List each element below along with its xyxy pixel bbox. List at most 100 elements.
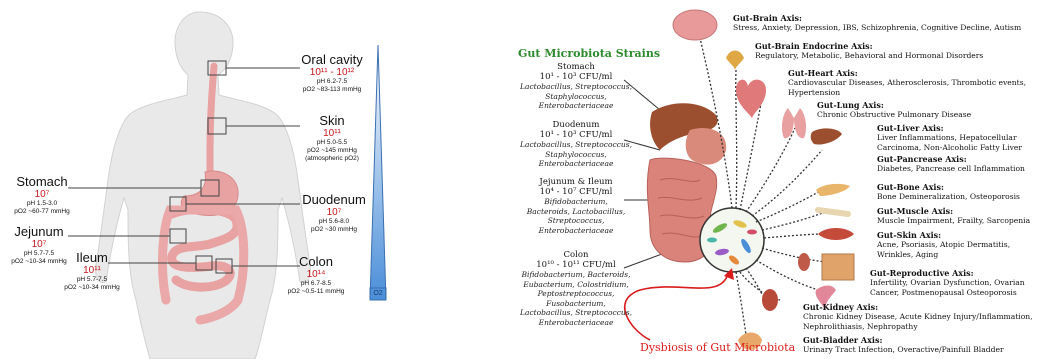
axis-gut-bone: Gut-Bone Axis: Bone Demineralization, Os… [877,183,1035,202]
axis-desc-1: Stress, Anxiety, Depression, IBS, Schizo… [733,23,1033,33]
axis-gut-brain: Gut-Brain Axis: Stress, Anxiety, Depress… [733,14,1033,33]
site-po2: pO2 ~145 mmHg [296,147,368,155]
site-ph: pH 5.7-7.5 [56,276,128,284]
muscle-icon [818,228,854,240]
o2-label: O2 [371,290,385,298]
site-po2: pO2 ~0.5-11 mmHg [280,288,352,296]
axis-desc-1: Liver Inflammations, Hepatocellular [877,133,1035,143]
strain-bacteria-2: Eubacterium, Colostridium, [512,280,640,290]
site-stomach: Stomach 10⁷ pH 1.5-3.0 pO2 ~60-77 mmHg [6,174,78,216]
dysbiosis-arrow [625,274,728,340]
site-count: 10¹¹ [56,265,128,276]
strain-bacteria-1: Lactobacillus, Streptococcus, [512,82,640,92]
axis-gut-brain-endocrine: Gut-Brain Endocrine Axis: Regulatory, Me… [755,42,1035,61]
site-oral: Oral cavity 10¹¹ - 10¹² pH 6.2-7.5 pO2 ~… [292,52,372,94]
site-count: 10⁷ [6,189,78,200]
axis-desc-1: Chronic Obstructive Pulmonary Disease [817,110,1032,120]
axis-gut-skin: Gut-Skin Axis: Acne, Psoriasis, Atopic D… [877,231,1035,259]
strain-bacteria-3: Enterobacteriaceae [512,159,640,169]
body-silhouette [96,12,311,359]
site-ph: pH 5.6-8.0 [296,218,372,226]
axis-title: Gut-Bladder Axis: [803,336,1035,345]
site-po2: pO2 ~10-34 mmHg [56,284,128,292]
site-skin: Skin 10¹¹ pH 5.0-5.5 pO2 ~145 mmHg (atmo… [296,113,368,163]
site-ph: pH 1.5-3.0 [6,200,78,208]
axis-title: Gut-Kidney Axis: [803,303,1035,312]
axis-desc-1: Regulatory, Metabolic, Behavioral and Ho… [755,51,1035,61]
axis-title: Gut-Heart Axis: [788,69,1033,78]
site-ileum: Ileum 10¹¹ pH 5.7-7.5 pO2 ~10-34 mmHg [56,250,128,292]
strain-cfu: 10¹⁰ - 10¹¹ CFU/ml [512,260,640,270]
axis-gut-kidney: Gut-Kidney Axis: Chronic Kidney Disease,… [803,303,1035,331]
site-name: Colon [280,254,352,269]
kidney-icon [762,289,778,311]
strain-bacteria-3: Streptococcus, [512,216,640,226]
strain-organ: Colon [512,250,640,260]
site-ph: pH 5.0-5.5 [296,139,368,147]
axis-title: Gut-Pancrease Axis: [877,155,1035,164]
axis-title: Gut-Muscle Axis: [877,207,1035,216]
pancreas-icon [816,184,850,196]
strain-cfu: 10¹ - 10³ CFU/ml [512,130,640,140]
axis-desc-2: Cancer, Postmenopausal Osteoporosis [870,288,1035,298]
strain-cfu: 10¹ - 10³ CFU/ml [512,72,640,82]
site-count: 10¹⁴ [280,269,352,280]
dysbiosis-label: Dysbiosis of Gut Microbiota [640,341,795,354]
axis-title: Gut-Lung Axis: [817,101,1032,110]
site-ph: pH 6.2-7.5 [292,78,372,86]
axis-desc-1: Urinary Tract Infection, Overactive/Pain… [803,345,1035,355]
bone-icon [818,210,848,214]
site-ph: pH 6.7-8.5 [280,280,352,288]
strain-colon: Colon 10¹⁰ - 10¹¹ CFU/ml Bifidobacterium… [512,250,640,327]
site-name: Duodenum [296,192,372,207]
site-count: 10⁷ [4,239,74,250]
strain-stomach: Stomach 10¹ - 10³ CFU/ml Lactobacillus, … [512,62,640,111]
axis-desc-1: Infertility, Ovarian Dysfunction, Ovaria… [870,278,1035,288]
strain-organ: Stomach [512,62,640,72]
esophagus [210,66,214,178]
axis-title: Gut-Reproductive Axis: [870,269,1035,278]
strain-bacteria-2: Bacteroids, Lactobacillus, [512,207,640,217]
site-count: 10¹¹ - 10¹² [292,67,372,78]
axis-desc-2: Wrinkles, Aging [877,250,1035,260]
strain-bacteria-2: Staphylococcus, [512,150,640,160]
axis-gut-pancrease: Gut-Pancrease Axis: Diabetes, Pancrease … [877,155,1035,174]
site-duodenum: Duodenum 10⁷ pH 5.6-8.0 pO2 ~30 mmHg [296,192,372,234]
heart-icon [736,80,766,118]
site-name: Jejunum [4,224,74,239]
site-name: Skin [296,113,368,128]
strain-bacteria-1: Bifidobacterium, [512,197,640,207]
axis-title: Gut-Brain Endocrine Axis: [755,42,1035,51]
strain-bacteria-3: Peptostreptococcus, [512,289,640,299]
axis-gut-liver: Gut-Liver Axis: Liver Inflammations, Hep… [877,124,1035,152]
o2-gradient-triangle [370,45,386,300]
lungs-icon [782,108,806,138]
strain-bacteria-4: Enterobacteriaceae [512,226,640,236]
axis-gut-muscle: Gut-Muscle Axis: Muscle Impairment, Frai… [877,207,1035,226]
strain-bacteria-1: Bifidobacterium, Bacteroids, [512,270,640,280]
site-po2: pO2 ~83-113 mmHg [292,86,372,94]
thyroid-icon [726,51,744,71]
axis-desc-2: Carcinoma, Non-Alcoholic Fatty Liver [877,143,1035,153]
strain-cfu: 10⁴ - 10⁷ CFU/ml [512,187,640,197]
liver-icon [811,128,842,144]
axis-title: Gut-Skin Axis: [877,231,1035,240]
axis-desc-1: Muscle Impairment, Frailty, Sarcopenia [877,216,1035,226]
axis-desc-2: Nephrolithiasis, Nephropathy [803,322,1035,332]
site-name: Stomach [6,174,78,189]
axis-gut-heart: Gut-Heart Axis: Cardiovascular Diseases,… [788,69,1033,97]
strain-bacteria-5: Lactobacillus, Streptococcus, [512,308,640,318]
axis-gut-lung: Gut-Lung Axis: Chronic Obstructive Pulmo… [817,101,1032,120]
axis-desc-2: Hypertension [788,88,1033,98]
axis-desc-1: Acne, Psoriasis, Atopic Dermatitis, [877,240,1035,250]
strain-bacteria-1: Lactobacillus, Streptococcus, [512,140,640,150]
strain-bacteria-3: Enterobacteriaceae [512,101,640,111]
axis-desc-1: Bone Demineralization, Osteoporosis [877,192,1035,202]
axis-gut-bladder: Gut-Bladder Axis: Urinary Tract Infectio… [803,336,1035,355]
strain-jejunum-ileum: Jejunum & Ileum 10⁴ - 10⁷ CFU/ml Bifidob… [512,177,640,235]
brain-icon [673,10,717,40]
axis-desc-1: Chronic Kidney Disease, Acute Kidney Inj… [803,312,1035,322]
site-extra: (atmospheric pO2) [296,155,368,163]
axis-title: Gut-Liver Axis: [877,124,1035,133]
